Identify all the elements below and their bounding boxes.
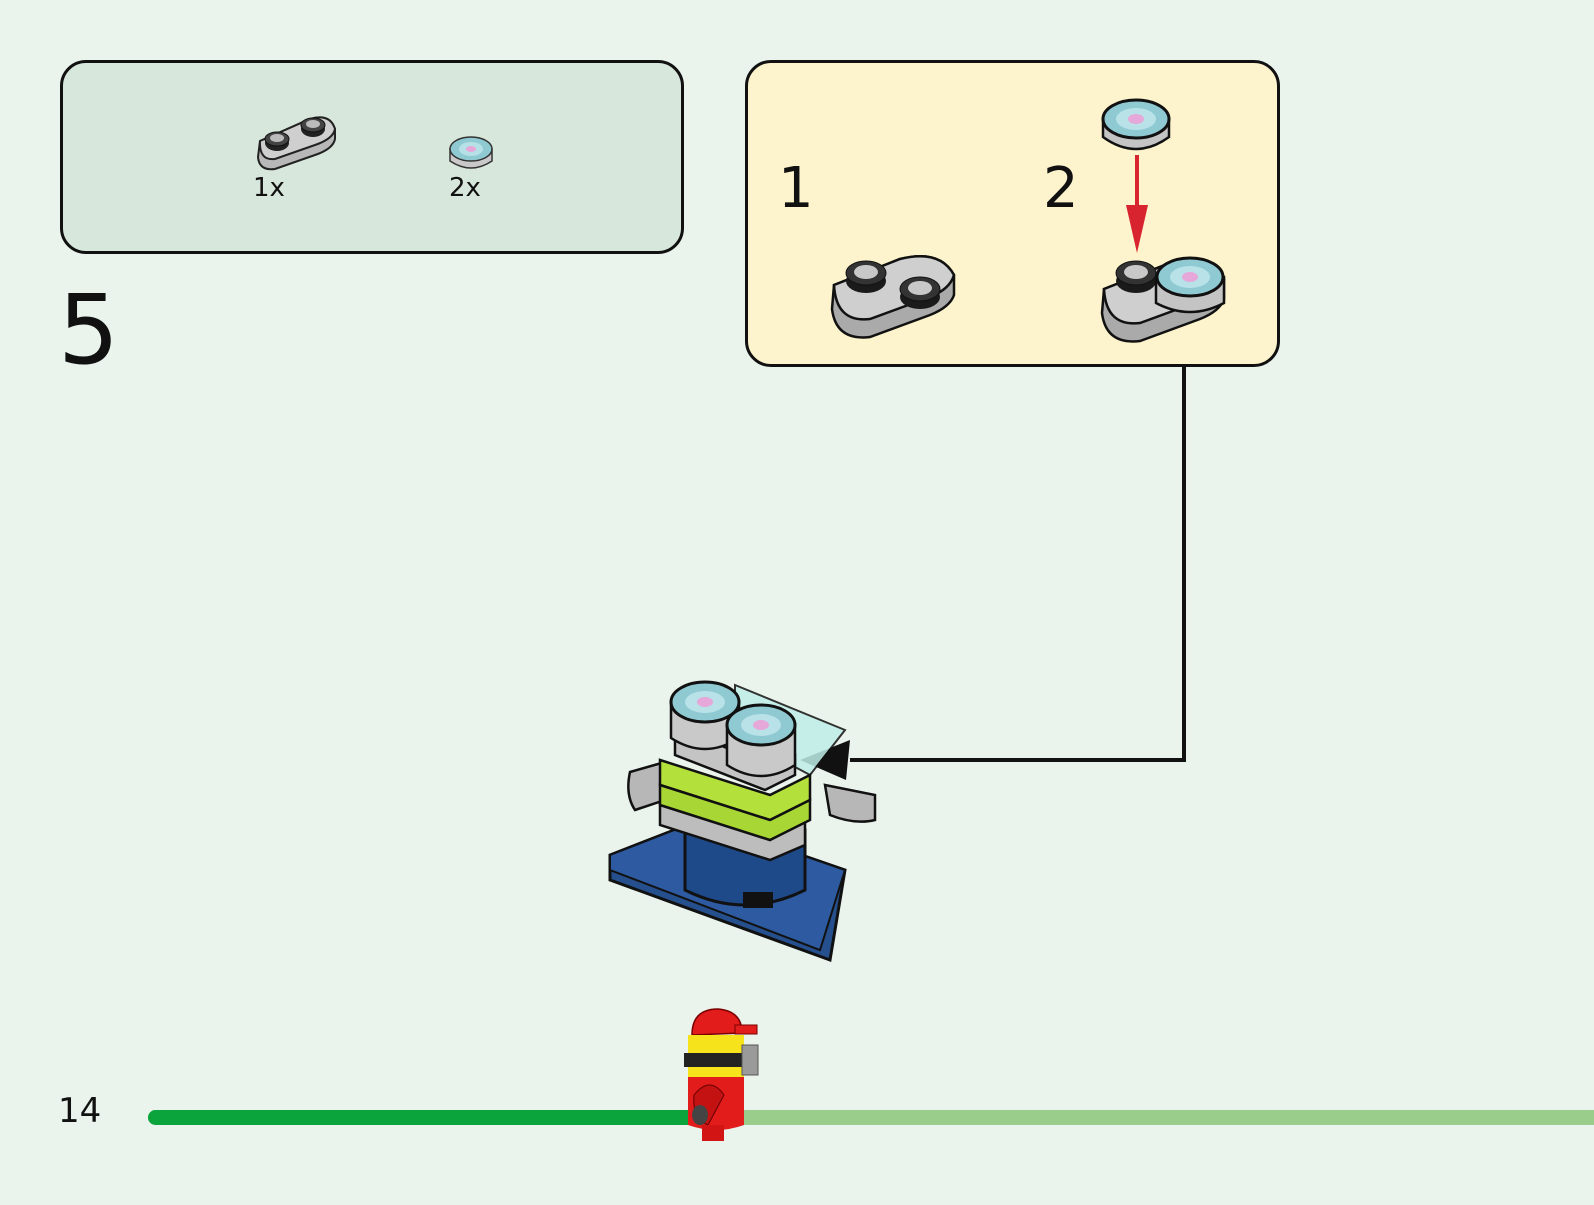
sub-assembly-callout: 1 2: [745, 60, 1280, 367]
round-tile-eye-icon: [1101, 98, 1171, 151]
model-assembly-image: [608, 680, 877, 963]
minion-progress-marker-icon: [684, 1008, 759, 1141]
round-tile-eye-icon: [449, 136, 493, 169]
build-progress-bar: [148, 1110, 1594, 1125]
part-quantity: 1x: [253, 173, 285, 203]
parts-list-panel: 1x 2x: [60, 60, 684, 254]
red-down-arrow-icon: [1126, 155, 1148, 253]
part-quantity: 2x: [449, 173, 481, 203]
step-number: 5: [58, 274, 120, 386]
sub-step-number: 2: [1043, 156, 1079, 221]
plate-1x2-icon: [830, 255, 956, 339]
plate-with-tile-icon: [1100, 256, 1226, 343]
page-number: 14: [58, 1091, 102, 1131]
sub-step-number: 1: [778, 156, 814, 221]
plate-1x2-icon: [256, 116, 337, 171]
build-progress-fill: [148, 1110, 703, 1125]
